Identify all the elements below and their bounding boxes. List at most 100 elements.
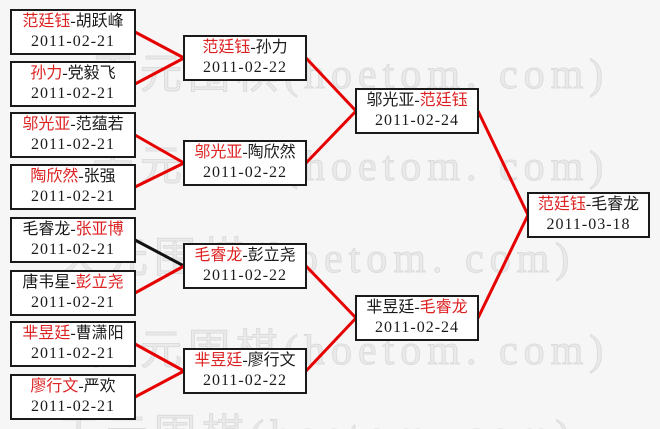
connector-line-r2m2-sf1 bbox=[304, 109, 358, 165]
player1-name: 毛睿龙 bbox=[22, 221, 71, 238]
match-date: 2011-02-22 bbox=[202, 164, 288, 181]
match-box-r1m5: 毛睿龙-张亚博 2011-02-21 bbox=[10, 217, 136, 263]
watermark-text: 天元围棋(hoetom. com) bbox=[91, 52, 610, 99]
match-box-r2m3: 毛睿龙-彭立尧 2011-02-22 bbox=[183, 243, 307, 289]
match-box-r2m2: 邬光亚-陶欣然 2011-02-22 bbox=[183, 140, 307, 186]
player2-name: 范蕴若 bbox=[75, 116, 124, 133]
match-box-r1m7: 芈昱廷-曹潇阳 2011-02-21 bbox=[10, 321, 136, 367]
match-box-r1m8: 廖行文-严欢 2011-02-21 bbox=[10, 374, 136, 420]
player1-name: 范廷钰 bbox=[537, 196, 586, 213]
players-separator: - bbox=[78, 168, 84, 185]
connector-line-r2m1-sf1 bbox=[304, 56, 358, 113]
player1-name: 廖行文 bbox=[30, 378, 79, 395]
match-date: 2011-03-18 bbox=[546, 216, 631, 233]
match-players: 范廷钰-胡跃峰 bbox=[22, 12, 123, 32]
connector-line-r2m3-sf2 bbox=[304, 264, 358, 320]
players-separator: - bbox=[585, 196, 592, 213]
player1-name: 芈昱廷 bbox=[194, 352, 243, 369]
match-date: 2011-02-21 bbox=[30, 398, 116, 415]
match-box-sf2: 芈昱廷-毛睿龙 2011-02-24 bbox=[355, 295, 479, 341]
player2-name: 张亚博 bbox=[75, 221, 124, 238]
match-players: 邬光亚-陶欣然 bbox=[194, 143, 295, 163]
match-players: 孙力-党毅飞 bbox=[30, 64, 115, 84]
match-box-r1m4: 陶欣然-张强 2011-02-21 bbox=[10, 164, 136, 210]
player1-name: 陶欣然 bbox=[30, 168, 79, 185]
players-separator: - bbox=[62, 65, 68, 82]
player1-name: 芈昱廷 bbox=[366, 299, 415, 316]
match-date: 2011-02-21 bbox=[30, 294, 116, 311]
players-separator: - bbox=[78, 378, 84, 395]
player2-name: 孙力 bbox=[255, 39, 288, 56]
match-date: 2011-02-24 bbox=[374, 112, 460, 129]
players-separator: - bbox=[70, 221, 76, 238]
match-box-r2m4: 芈昱廷-廖行文 2011-02-22 bbox=[183, 348, 307, 394]
match-box-final: 范廷钰-毛睿龙 2011-03-18 bbox=[527, 192, 650, 238]
match-box-r1m6: 唐韦星-彭立尧 2011-02-21 bbox=[10, 270, 136, 316]
match-date: 2011-02-24 bbox=[374, 319, 460, 336]
match-box-r1m3: 邬光亚-范蕴若 2011-02-21 bbox=[10, 112, 136, 158]
watermark-text: 天元围棋(hoetom. com) bbox=[57, 401, 575, 429]
players-separator: - bbox=[70, 325, 76, 342]
connector-line-r1m6-r2m3 bbox=[134, 264, 185, 295]
player1-name: 邬光亚 bbox=[366, 92, 415, 109]
players-separator: - bbox=[70, 116, 76, 133]
match-box-r1m1: 范廷钰-胡跃峰 2011-02-21 bbox=[10, 9, 136, 55]
match-date: 2011-02-21 bbox=[30, 241, 116, 258]
match-players: 范廷钰-毛睿龙 bbox=[538, 195, 639, 215]
match-players: 邬光亚-范蕴若 bbox=[22, 115, 123, 135]
connector-line-r1m8-r2m4 bbox=[134, 369, 185, 399]
match-date: 2011-02-22 bbox=[202, 372, 288, 389]
match-players: 毛睿龙-张亚博 bbox=[22, 220, 123, 240]
match-date: 2011-02-22 bbox=[202, 267, 288, 284]
connector-line-sf2-f1 bbox=[476, 214, 530, 319]
match-box-r1m2: 孙力-党毅飞 2011-02-21 bbox=[10, 61, 136, 107]
match-date: 2011-02-21 bbox=[30, 136, 116, 153]
match-date: 2011-02-22 bbox=[202, 59, 288, 76]
match-players: 芈昱廷-毛睿龙 bbox=[366, 298, 467, 318]
match-players: 唐韦星-彭立尧 bbox=[22, 273, 123, 293]
player1-name: 邬光亚 bbox=[194, 144, 243, 161]
player2-name: 陶欣然 bbox=[247, 144, 296, 161]
match-players: 廖行文-严欢 bbox=[30, 377, 115, 397]
player1-name: 芈昱廷 bbox=[22, 325, 71, 342]
player1-name: 孙力 bbox=[30, 65, 63, 82]
player2-name: 毛睿龙 bbox=[419, 299, 468, 316]
players-separator: - bbox=[242, 247, 248, 264]
players-separator: - bbox=[242, 352, 248, 369]
match-box-sf1: 邬光亚-范廷钰 2011-02-24 bbox=[355, 88, 479, 134]
connector-line-r1m7-r2m4 bbox=[134, 342, 185, 373]
player1-name: 范廷钰 bbox=[22, 13, 71, 30]
players-separator: - bbox=[70, 274, 76, 291]
match-players: 毛睿龙-彭立尧 bbox=[194, 246, 295, 266]
player1-name: 范廷钰 bbox=[202, 39, 251, 56]
player2-name: 彭立尧 bbox=[75, 274, 124, 291]
player2-name: 彭立尧 bbox=[247, 247, 296, 264]
player1-name: 唐韦星 bbox=[22, 274, 71, 291]
match-players: 陶欣然-张强 bbox=[30, 167, 115, 187]
match-date: 2011-02-21 bbox=[30, 85, 116, 102]
connector-line-r1m1-r2m1 bbox=[134, 30, 185, 60]
player1-name: 毛睿龙 bbox=[194, 247, 243, 264]
match-date: 2011-02-21 bbox=[30, 33, 116, 50]
match-players: 芈昱廷-廖行文 bbox=[194, 351, 295, 371]
connector-line-r2m4-sf2 bbox=[304, 316, 358, 373]
match-date: 2011-02-21 bbox=[30, 345, 116, 362]
players-separator: - bbox=[414, 299, 420, 316]
players-separator: - bbox=[242, 144, 248, 161]
player2-name: 廖行文 bbox=[247, 352, 296, 369]
match-players: 邬光亚-范廷钰 bbox=[366, 91, 467, 111]
match-date: 2011-02-21 bbox=[30, 188, 116, 205]
player2-name: 曹潇阳 bbox=[75, 325, 124, 342]
connector-line-r1m5-r2m3 bbox=[134, 238, 185, 268]
connector-line-r1m3-r2m2 bbox=[134, 133, 185, 165]
player2-name: 范廷钰 bbox=[419, 92, 468, 109]
connector-line-r1m2-r2m1 bbox=[134, 56, 185, 86]
players-separator: - bbox=[250, 39, 256, 56]
player2-name: 张强 bbox=[83, 168, 116, 185]
match-box-r2m1: 范廷钰-孙力 2011-02-22 bbox=[183, 35, 307, 81]
match-players: 芈昱廷-曹潇阳 bbox=[22, 324, 123, 344]
match-players: 范廷钰-孙力 bbox=[202, 38, 287, 58]
players-separator: - bbox=[70, 13, 76, 30]
